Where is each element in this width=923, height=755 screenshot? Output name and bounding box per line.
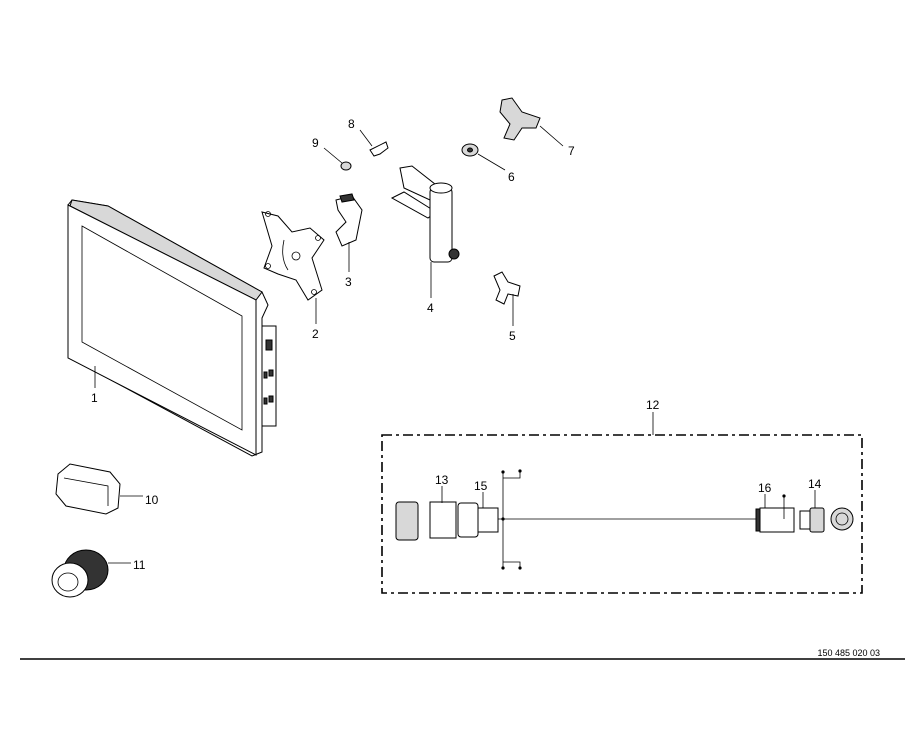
callout-12: 12 (646, 398, 660, 412)
part-display-terminal (67, 199, 277, 457)
part-knob-screw (493, 271, 521, 305)
part-pole-holder (390, 165, 460, 263)
callout-16: 16 (758, 481, 772, 495)
part-nut (340, 161, 352, 171)
callout-7: 7 (568, 144, 575, 158)
part-connector-nut (51, 549, 109, 598)
callout-6: 6 (508, 170, 515, 184)
callout-9: 9 (312, 136, 319, 150)
callout-10: 10 (145, 493, 159, 507)
part-cable-harness (381, 434, 863, 594)
callout-15: 15 (474, 479, 488, 493)
callout-8: 8 (348, 117, 355, 131)
callout-4: 4 (427, 301, 434, 315)
callout-11: 11 (133, 558, 146, 572)
part-mounting-plate (261, 211, 325, 301)
part-bolt (369, 141, 389, 157)
callout-leaders (94, 125, 816, 564)
callout-14: 14 (808, 477, 822, 491)
callout-2: 2 (312, 327, 319, 341)
connector-14 (809, 507, 825, 533)
callout-5: 5 (509, 329, 516, 343)
connector-housing (395, 501, 419, 541)
callout-13: 13 (435, 473, 449, 487)
connector-face (830, 507, 854, 531)
connector-16 (759, 507, 795, 533)
callout-3: 3 (345, 275, 352, 289)
part-washer (461, 143, 479, 157)
document-number: 150 485 020 03 (817, 648, 880, 658)
part-clamp (335, 193, 363, 247)
callout-1: 1 (91, 391, 98, 405)
connector-15 (477, 507, 499, 533)
connector-13 (429, 501, 457, 539)
part-cover-cap (55, 463, 121, 515)
part-star-knob (499, 97, 541, 141)
